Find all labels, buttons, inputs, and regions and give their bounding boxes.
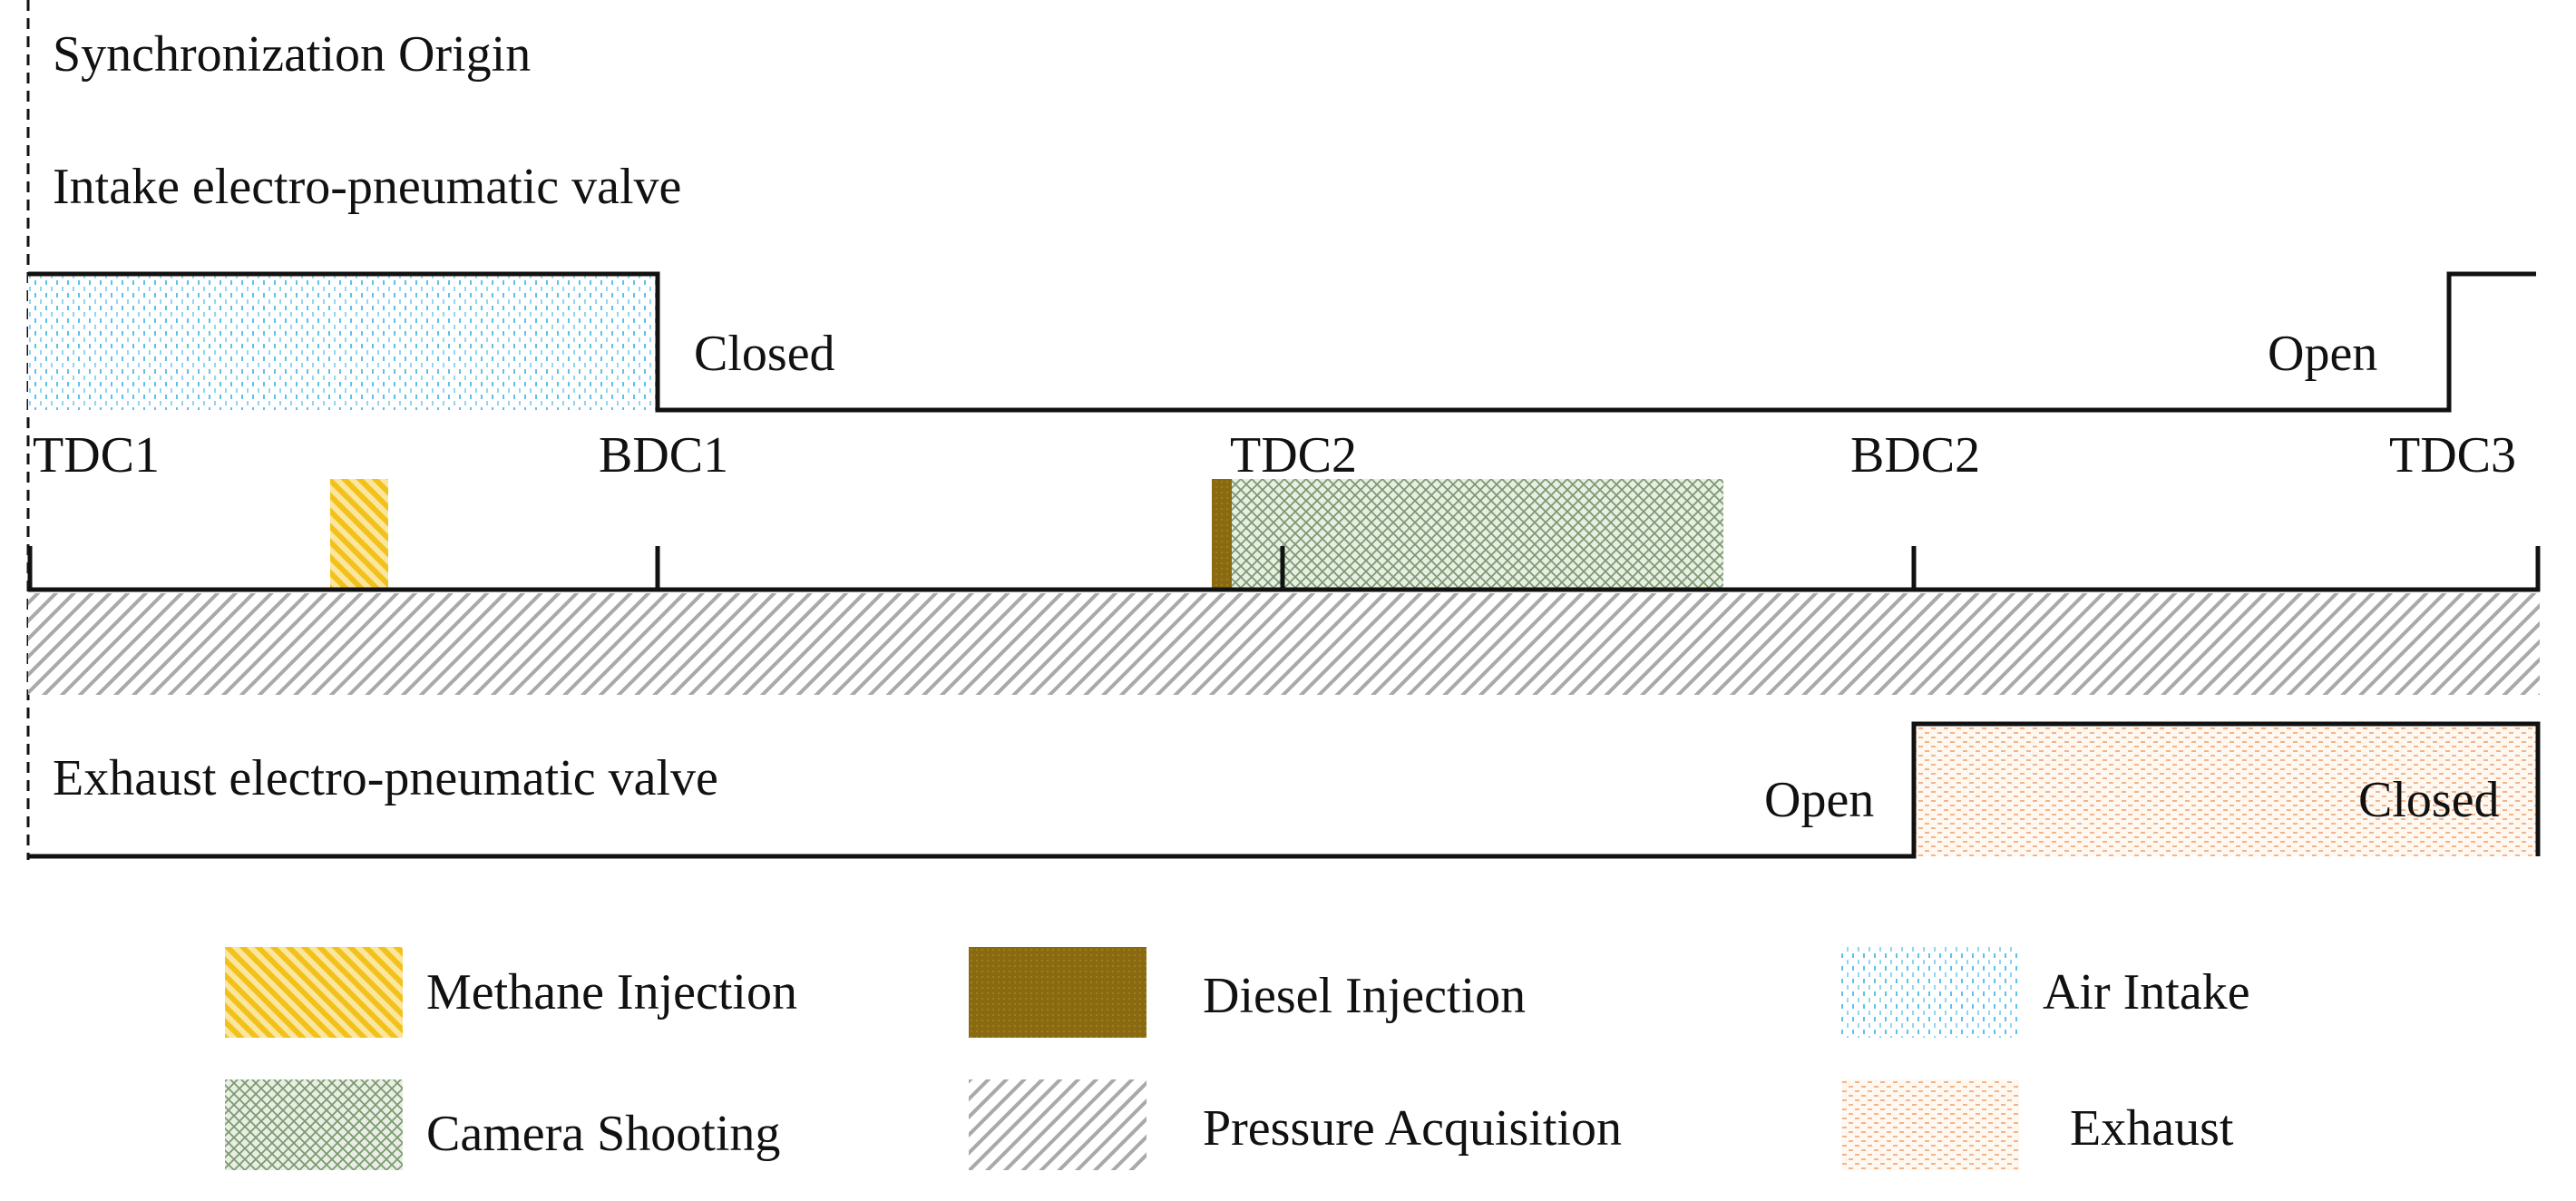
legend-swatch-methane bbox=[225, 947, 403, 1038]
legend-swatch-exhaust bbox=[1841, 1079, 2019, 1170]
marker-tdc1: TDC1 bbox=[33, 427, 160, 483]
exhaust-closed-label: Closed bbox=[2358, 772, 2500, 828]
legend-swatch-diesel bbox=[969, 947, 1147, 1038]
intake-valve-signal bbox=[28, 271, 2536, 413]
exhaust-valve-signal bbox=[28, 721, 2541, 859]
marker-tdc2: TDC2 bbox=[1230, 427, 1357, 483]
legend-label-methane: Methane Injection bbox=[426, 964, 797, 1020]
marker-tdc3: TDC3 bbox=[2389, 427, 2516, 483]
legend-swatch-camera bbox=[225, 1079, 403, 1170]
legend: Methane Injection Diesel Injection Air I… bbox=[225, 947, 2250, 1170]
sync-origin-label: Synchronization Origin bbox=[53, 26, 531, 83]
legend-label-camera: Camera Shooting bbox=[426, 1106, 780, 1162]
marker-bdc1: BDC1 bbox=[599, 427, 728, 483]
intake-closed-label: Closed bbox=[694, 326, 835, 382]
diesel-injection-bar bbox=[1212, 479, 1232, 588]
exhaust-valve-label: Exhaust electro-pneumatic valve bbox=[53, 750, 718, 806]
legend-label-diesel: Diesel Injection bbox=[1203, 968, 1526, 1024]
intake-open-label: Open bbox=[2268, 326, 2377, 382]
exhaust-region bbox=[1914, 724, 2538, 856]
air-intake-region bbox=[28, 274, 658, 410]
methane-injection-bar bbox=[330, 479, 388, 588]
legend-label-exhaust: Exhaust bbox=[2070, 1100, 2234, 1157]
legend-label-air: Air Intake bbox=[2043, 964, 2250, 1020]
pressure-acquisition-band bbox=[28, 593, 2540, 695]
legend-swatch-pressure bbox=[969, 1079, 1147, 1170]
camera-shooting-bar bbox=[1232, 479, 1723, 588]
exhaust-open-label: Open bbox=[1764, 772, 1874, 828]
marker-bdc2: BDC2 bbox=[1850, 427, 1980, 483]
intake-valve-label: Intake electro-pneumatic valve bbox=[53, 159, 681, 215]
legend-label-pressure: Pressure Acquisition bbox=[1203, 1100, 1622, 1157]
legend-swatch-air bbox=[1841, 947, 2019, 1038]
